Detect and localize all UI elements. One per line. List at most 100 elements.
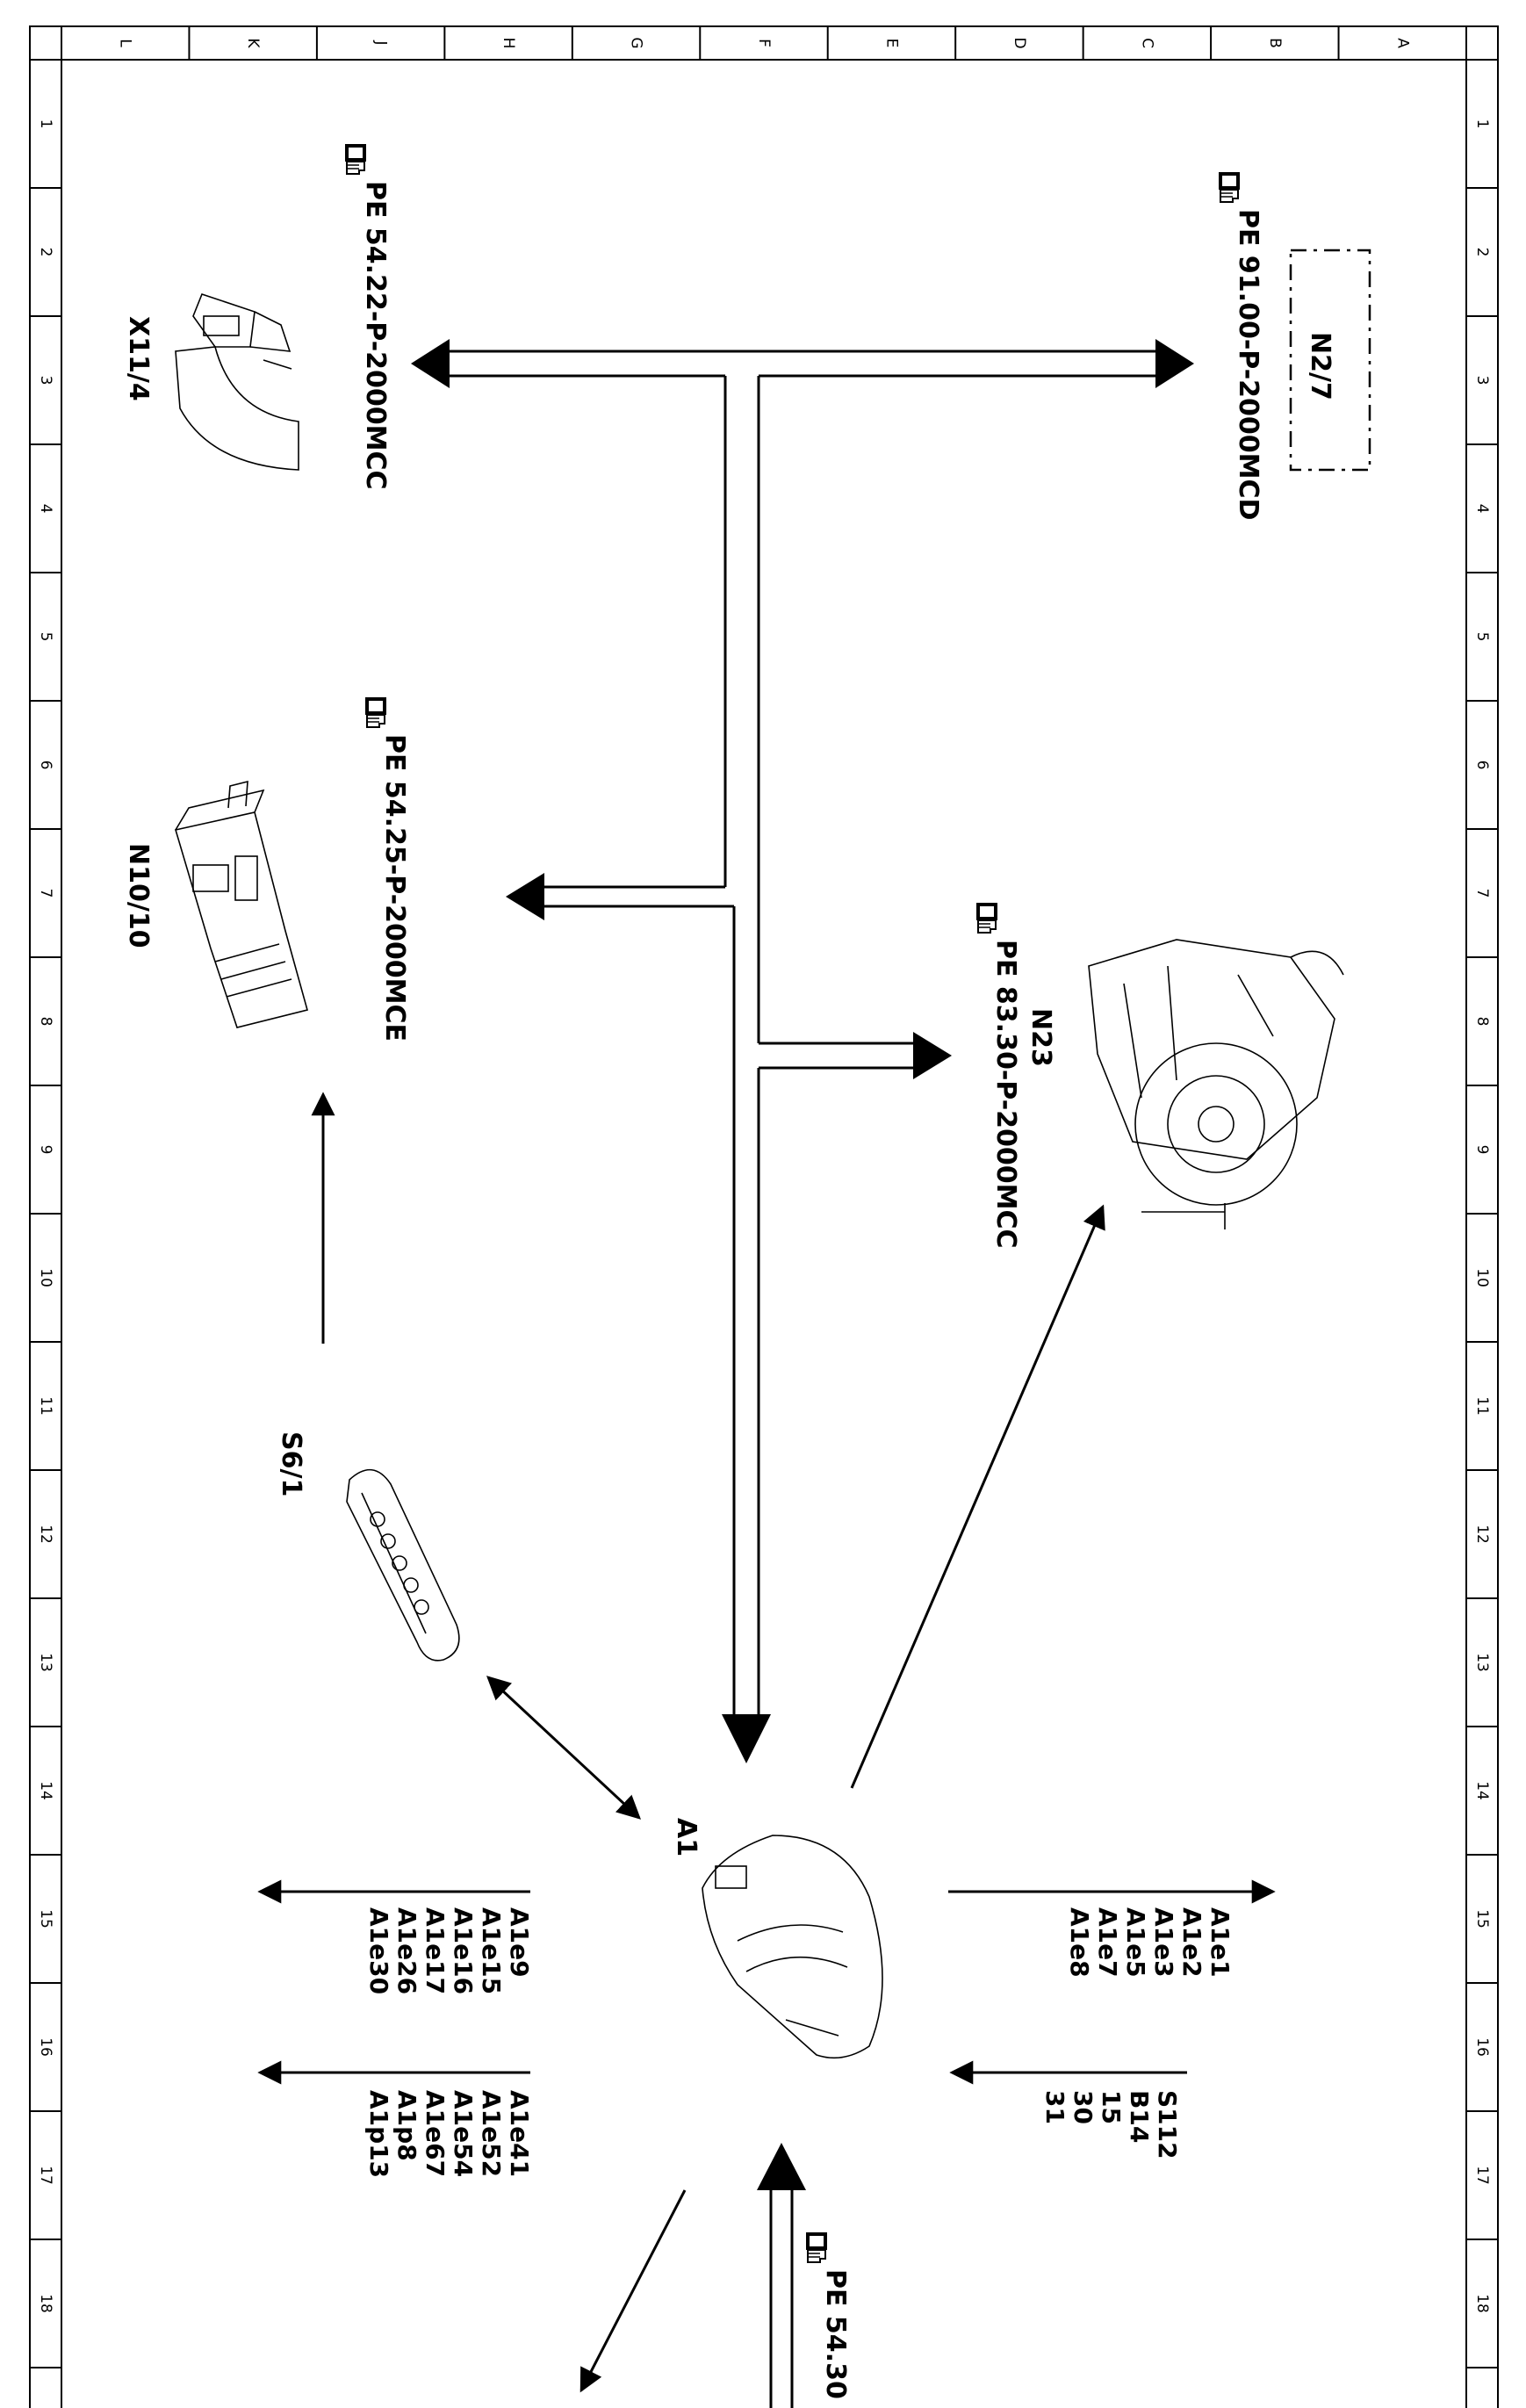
frame-row-number: 6 <box>1473 761 1491 770</box>
label-n23: N23 <box>1026 1008 1056 1067</box>
svg-text:PE 54.25-P-2000MCE: PE 54.25-P-2000MCE <box>379 734 410 1042</box>
bottom-bus <box>757 2143 806 2408</box>
signal-label: A1e3 <box>1149 1907 1178 1978</box>
frame-column-letter: C <box>1138 38 1155 48</box>
signal-label: A1e7 <box>1093 1907 1122 1978</box>
frame-row-number: 10 <box>37 1268 54 1287</box>
signal-label: A1e54 <box>449 2090 478 2177</box>
signal-label: A1e67 <box>421 2090 450 2177</box>
frame-row-number: 11 <box>1473 1396 1491 1416</box>
component-labels: X11/4 N10/10 S6/1 A1 N23 N2/7 <box>123 316 1335 1856</box>
frame-row-number: 8 <box>37 1017 54 1027</box>
frame-column-letter: L <box>117 39 134 47</box>
frame-column-letter: K <box>244 38 262 48</box>
main-bus <box>411 339 1194 1763</box>
frame-row-number: 12 <box>1473 1525 1491 1544</box>
label-n2-7: N2/7 <box>1305 332 1335 400</box>
signal-label: 15 <box>1097 2090 1126 2124</box>
frame-row-number: 14 <box>37 1781 54 1800</box>
signal-label: A1e1 <box>1206 1907 1234 1978</box>
frame-column-letter: A <box>1393 38 1411 48</box>
label-s6-1: S6/1 <box>276 1431 306 1496</box>
frame-row-number: 13 <box>1473 1653 1491 1672</box>
signal-label: A1e17 <box>421 1907 450 1994</box>
frame-row-number: 12 <box>37 1525 54 1544</box>
frame-row-number: 16 <box>37 2037 54 2057</box>
frame-row-number: 4 <box>37 504 54 514</box>
signal-label: A1p13 <box>364 2090 393 2178</box>
svg-text:PE 54.30: PE 54.30 <box>820 2269 851 2399</box>
frame-row-number: 5 <box>1473 632 1491 642</box>
ref-x11-4[interactable]: PE 54.22-P-2000MCC <box>344 143 391 490</box>
frame-row-number: 18 <box>37 2294 54 2313</box>
frame-row-number: 17 <box>37 2166 54 2185</box>
frame-row-number: 7 <box>37 889 54 898</box>
frame-row-number: 17 <box>1473 2166 1491 2185</box>
frame-row-number: 1 <box>1473 119 1491 129</box>
component-a1[interactable] <box>702 1835 883 2059</box>
ref-n10-10[interactable]: PE 54.25-P-2000MCE <box>364 696 410 1042</box>
signal-label: 31 <box>1040 2090 1069 2124</box>
frame-row-number: 14 <box>1473 1781 1491 1800</box>
frame-row-number: 2 <box>37 248 54 257</box>
frame-column-letter: J <box>372 40 390 45</box>
ref-n2-7[interactable]: PE 91.00-P-2000MCD <box>1218 171 1263 520</box>
signal-label: S112 <box>1153 2090 1182 2159</box>
signal-label: A1e52 <box>477 2090 506 2177</box>
label-a1: A1 <box>671 1818 702 1856</box>
frame-column-letter: H <box>500 38 517 49</box>
signal-label: A1e30 <box>364 1907 393 1994</box>
frame-column-letter: D <box>1011 37 1028 48</box>
signal-label: A1e41 <box>505 2090 534 2177</box>
pointing-hand-book-icon <box>1218 171 1241 203</box>
frame-row-number: 13 <box>37 1653 54 1672</box>
ref-n23[interactable]: PE 83.30-P-2000MCC <box>975 902 1021 1249</box>
frame-row-number: 2 <box>1473 248 1491 257</box>
component-n2-7[interactable] <box>1289 249 1371 472</box>
frame-row-number: 9 <box>1473 1145 1491 1155</box>
signal-label: A1e8 <box>1065 1907 1094 1978</box>
frame-row-number: 18 <box>1473 2294 1491 2313</box>
signal-arrows <box>257 1092 1276 2393</box>
pointing-hand-book-icon <box>364 696 387 728</box>
frame-column-letter: B <box>1266 38 1284 48</box>
signal-label: A1e5 <box>1121 1907 1150 1978</box>
signal-label: A1p8 <box>392 2090 421 2161</box>
svg-text:PE 91.00-P-2000MCD: PE 91.00-P-2000MCD <box>1233 209 1263 520</box>
ref-bottom[interactable]: PE 54.30 <box>805 2231 851 2399</box>
signal-label: A1e15 <box>477 1907 506 1994</box>
frame-row-number: 3 <box>1473 376 1491 386</box>
component-s6-1[interactable] <box>346 1468 460 1662</box>
signal-label: A1e26 <box>392 1907 421 1994</box>
frame-row-number: 4 <box>1473 504 1491 514</box>
frame-row-number: 1 <box>37 119 54 129</box>
frame-row-number: 9 <box>37 1145 54 1155</box>
frame-row-number: 15 <box>1473 1909 1491 1929</box>
component-x11-4[interactable] <box>175 293 299 471</box>
pointing-hand-book-icon <box>805 2231 828 2263</box>
frame-row-number: 5 <box>37 632 54 642</box>
frame-column-letter: G <box>628 37 645 48</box>
signal-label: B14 <box>1125 2090 1154 2143</box>
signal-label: A1e16 <box>449 1907 478 1994</box>
frame-row-number: 10 <box>1473 1268 1491 1287</box>
frame-row-number: 3 <box>37 376 54 386</box>
component-n10-10[interactable] <box>174 780 308 1028</box>
svg-text:PE 83.30-P-2000MCC: PE 83.30-P-2000MCC <box>990 940 1021 1249</box>
component-n23[interactable] <box>1088 939 1344 1229</box>
signal-label: 30 <box>1069 2090 1098 2124</box>
frame-column-letter: E <box>882 39 900 48</box>
frame-column-letter: F <box>755 39 773 47</box>
frame-row-number: 6 <box>37 761 54 770</box>
label-x11-4: X11/4 <box>123 316 154 401</box>
label-n10-10: N10/10 <box>123 843 154 948</box>
signal-label: A1e2 <box>1177 1907 1206 1978</box>
pointing-hand-book-icon <box>344 143 367 175</box>
frame-row-number: 11 <box>37 1396 54 1416</box>
